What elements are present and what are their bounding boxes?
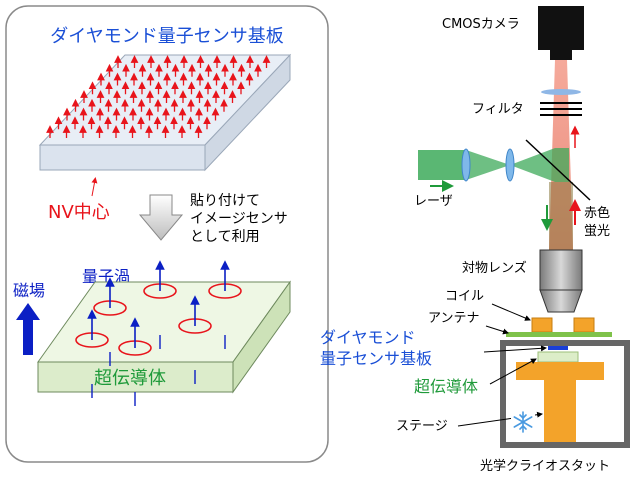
right-panel: CMOSカメラ フィルタ レーザ 赤色 蛍光 — [320, 6, 630, 474]
quantum-vortex — [118, 317, 152, 406]
quantum-vortex — [208, 260, 242, 349]
process-line-1: 貼り付けて — [190, 193, 260, 209]
diamond-label-1: ダイヤモンド — [320, 328, 416, 347]
quantum-vortices — [75, 260, 242, 406]
cold-stage — [516, 362, 604, 442]
process-line-3: として利用 — [190, 229, 260, 245]
snowflake-icon — [511, 410, 535, 434]
quantum-vortex — [75, 309, 109, 398]
cryostat-label: 光学クライオスタット — [480, 458, 610, 474]
panel-title: ダイヤモンド量子センサ基板 — [50, 26, 283, 47]
camera-body — [538, 6, 584, 50]
emission-label-2: 蛍光 — [584, 224, 610, 239]
objective-label: 対物レンズ — [462, 260, 527, 276]
field-label: 磁場 — [13, 281, 45, 300]
dichroic-mirror — [525, 139, 591, 201]
coil-left — [531, 317, 553, 333]
cryostat-frame — [500, 340, 630, 448]
objective-lens — [539, 249, 583, 313]
stage-label: ステージ — [396, 419, 448, 434]
filter-label: フィルタ — [472, 102, 524, 117]
left-panel: ダイヤモンド量子センサ基板 NV中心 貼り付けて イメージセンサ として利用 磁… — [5, 5, 329, 463]
optical-filter — [540, 89, 582, 116]
antenna-pointer — [485, 325, 509, 335]
superconductor-sample — [537, 351, 579, 363]
quantum-vortex — [93, 277, 127, 366]
antenna-label: アンテナ — [428, 311, 479, 326]
camera-mount — [550, 50, 572, 60]
camera-label: CMOSカメラ — [442, 17, 520, 32]
magnetic-field-arrow — [16, 303, 40, 355]
diamond-label-2: 量子センサ基板 — [320, 349, 432, 368]
quantum-vortex — [178, 295, 212, 384]
process-arrow — [138, 194, 184, 241]
superconductor-label: 超伝導体 — [94, 368, 166, 389]
nv-label: NV中心 — [48, 202, 110, 223]
diamond-pointer — [483, 345, 547, 353]
right-superconductor-label: 超伝導体 — [414, 377, 478, 396]
antenna-bar — [506, 332, 612, 337]
nv-center-arrows — [46, 55, 271, 138]
quantum-vortex — [143, 260, 177, 349]
coil-pointer — [491, 303, 531, 321]
laser-label: レーザ — [414, 194, 453, 209]
diamond-substrate — [38, 53, 292, 172]
emission-label-1: 赤色 — [584, 205, 610, 221]
coil-label: コイル — [445, 289, 484, 304]
diamond-chip — [548, 346, 568, 350]
vortex-label: 量子渦 — [82, 267, 130, 286]
superconductor-pointer — [489, 358, 537, 385]
process-line-2: イメージセンサ — [190, 211, 288, 227]
nv-pointer — [91, 177, 98, 197]
coil-right — [573, 317, 595, 333]
